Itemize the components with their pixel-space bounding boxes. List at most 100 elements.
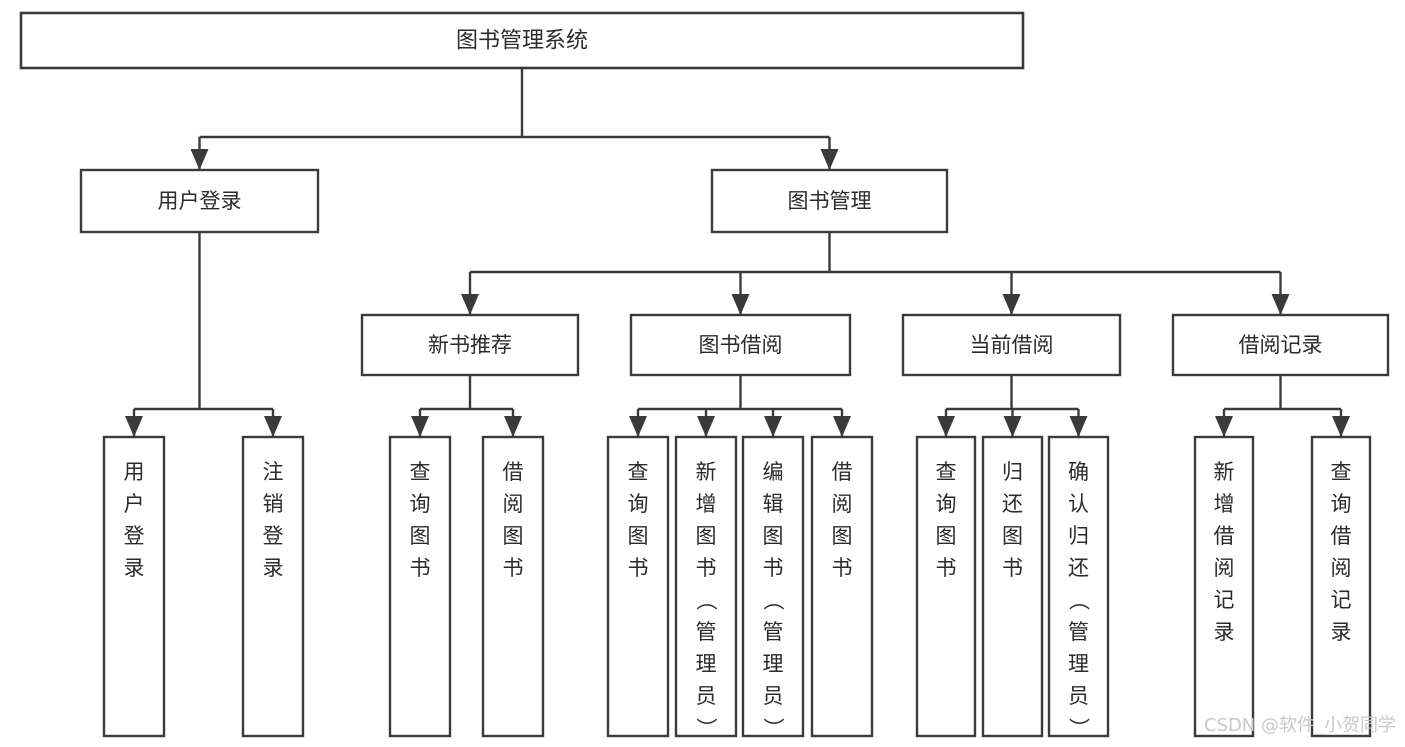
leaf-label-char: 查 (936, 460, 957, 484)
leaf-label-char: 理 (763, 652, 784, 676)
leaf-label-char: 户 (124, 492, 145, 516)
level3-node[interactable]: 图书借阅 (629, 313, 852, 377)
root-box (19, 11, 1025, 70)
arrow-head-icon (1002, 294, 1021, 315)
arrow-head-icon (833, 416, 851, 437)
leaf-label-char: 书 (410, 556, 431, 580)
leaf-node[interactable]: 用户登录 (102, 435, 166, 738)
leaf-label-char: 阅 (1331, 556, 1352, 580)
arrow-head-icon (697, 416, 715, 437)
leaf-label-char: 新 (1214, 460, 1235, 484)
leaf-box (810, 435, 874, 738)
leaf-box (981, 435, 1044, 738)
level3-node[interactable]: 新书推荐 (360, 313, 580, 377)
level3-box (360, 313, 580, 377)
leaf-label-char: 确 (1068, 460, 1089, 484)
leaf-label-char: 书 (696, 556, 717, 580)
arrow-head-icon (820, 149, 839, 170)
leaf-label-char: （ (1067, 590, 1091, 611)
level2-node[interactable]: 用户登录 (79, 168, 320, 234)
leaf-label-char: 归 (1068, 524, 1089, 548)
leaf-label-char: 询 (628, 492, 649, 516)
leaf-box (1047, 435, 1110, 738)
leaf-label-char: 书 (763, 556, 784, 580)
leaf-label-char: 员 (696, 684, 717, 708)
leaf-label-char: 辑 (763, 492, 784, 516)
leaf-label-char: 登 (124, 524, 145, 548)
leaf-label-char: 借 (1214, 524, 1235, 548)
leaf-label-char: 查 (1331, 460, 1352, 484)
leaf-label-char: 用 (124, 460, 145, 484)
connector-edges-layer (125, 68, 1350, 437)
leaf-label-char: 查 (628, 460, 649, 484)
level3-node[interactable]: 借阅记录 (1171, 313, 1390, 377)
level3-node[interactable]: 当前借阅 (901, 313, 1122, 377)
leaf-label-char: 图 (410, 524, 431, 548)
root-node[interactable]: 图书管理系统 (19, 11, 1025, 70)
leaf-label-char: 图 (832, 524, 853, 548)
leaf-box (674, 435, 738, 738)
leaf-label-char: 注 (263, 460, 284, 484)
arrow-head-icon (411, 416, 429, 437)
leaf-label-char: 询 (1331, 492, 1352, 516)
leaf-label-char: 还 (1002, 492, 1023, 516)
leaf-label-char: 增 (1214, 492, 1235, 516)
leaf-label-char: 归 (1002, 460, 1023, 484)
arrow-head-icon (1215, 416, 1233, 437)
leaf-label-char: 借 (1331, 524, 1352, 548)
leaf-label-char: 书 (1002, 556, 1023, 580)
leaf-label-char: 记 (1331, 588, 1352, 612)
level2-box (710, 168, 949, 234)
leaf-label-char: 阅 (503, 492, 524, 516)
leaf-label-char: 图 (503, 524, 524, 548)
level3-box (1171, 313, 1390, 377)
leaf-label-char: 询 (936, 492, 957, 516)
leaf-label-char: 理 (696, 652, 717, 676)
leaf-label-char: 图 (936, 524, 957, 548)
leaf-box (1193, 435, 1255, 738)
leaf-box (606, 435, 670, 738)
leaf-label-char: 还 (1068, 556, 1089, 580)
leaf-box (915, 435, 977, 738)
leaf-label-char: 录 (124, 556, 145, 580)
leaf-label-char: 书 (832, 556, 853, 580)
leaf-label-char: 书 (936, 556, 957, 580)
arrow-head-icon (504, 416, 522, 437)
leaf-box (388, 435, 452, 738)
arrow-head-icon (764, 416, 782, 437)
leaf-label-char: 认 (1068, 492, 1089, 516)
leaf-label-char: 增 (696, 492, 717, 516)
leaf-label-char: 借 (503, 460, 524, 484)
level3-label: 当前借阅 (970, 333, 1054, 357)
level3-box (901, 313, 1122, 377)
level3-label: 新书推荐 (428, 333, 512, 357)
leaf-label-char: 新 (696, 460, 717, 484)
arrow-head-icon (1271, 294, 1290, 315)
leaf-label-char: 理 (1068, 652, 1089, 676)
leaf-box (1310, 435, 1372, 738)
leaf-label-char: 查 (410, 460, 431, 484)
arrow-head-icon (125, 416, 143, 437)
leaf-box (741, 435, 805, 738)
level2-box (79, 168, 320, 234)
leaf-label-char: 录 (1214, 620, 1235, 644)
leaf-box (102, 435, 166, 738)
leaf-box (481, 435, 545, 738)
leaf-label-char: 管 (1068, 620, 1089, 644)
leaf-label-char: 记 (1214, 588, 1235, 612)
arrow-head-icon (731, 294, 750, 315)
level2-node[interactable]: 图书管理 (710, 168, 949, 234)
